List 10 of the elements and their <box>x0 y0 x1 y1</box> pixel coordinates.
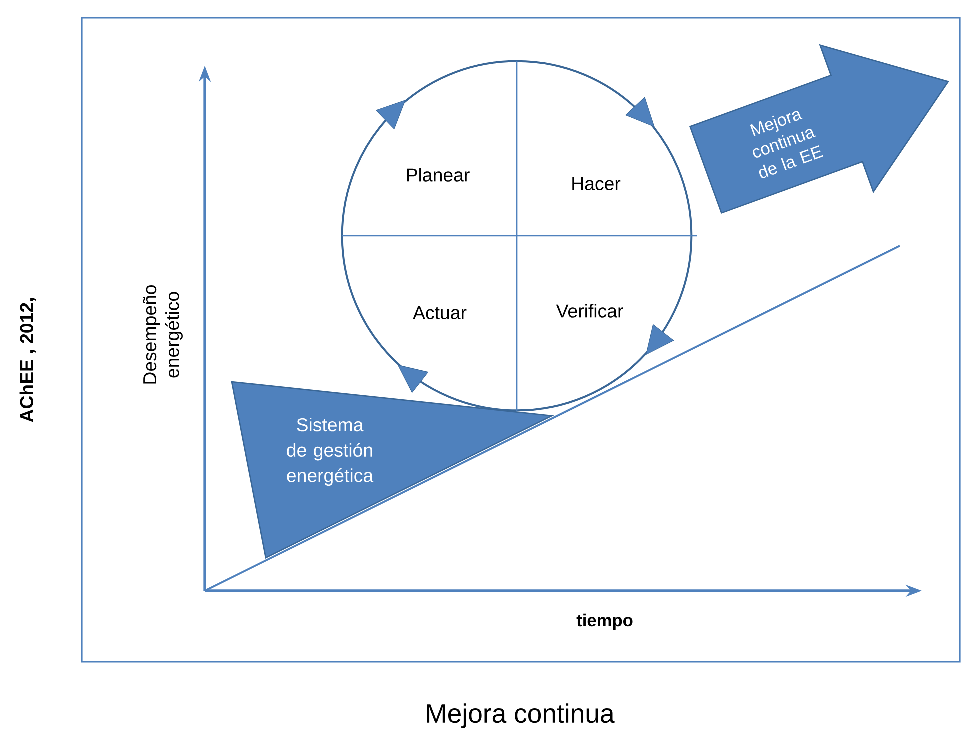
caption: Mejora continua <box>427 704 615 728</box>
wedge-triangle: Sistema de gestión energética <box>231 381 554 559</box>
quadrant-label: Hacer <box>572 178 621 191</box>
cycle-circle <box>341 60 698 412</box>
quadrant-label: Actuar <box>413 306 467 320</box>
axis-label: Desempeño energético <box>143 285 183 384</box>
quadrant-label: Verificar <box>556 304 624 318</box>
quadrant-label: Planear <box>407 168 470 182</box>
axis-label: tiempo <box>576 614 633 630</box>
source-label: AChEE , 2012, <box>20 298 36 422</box>
